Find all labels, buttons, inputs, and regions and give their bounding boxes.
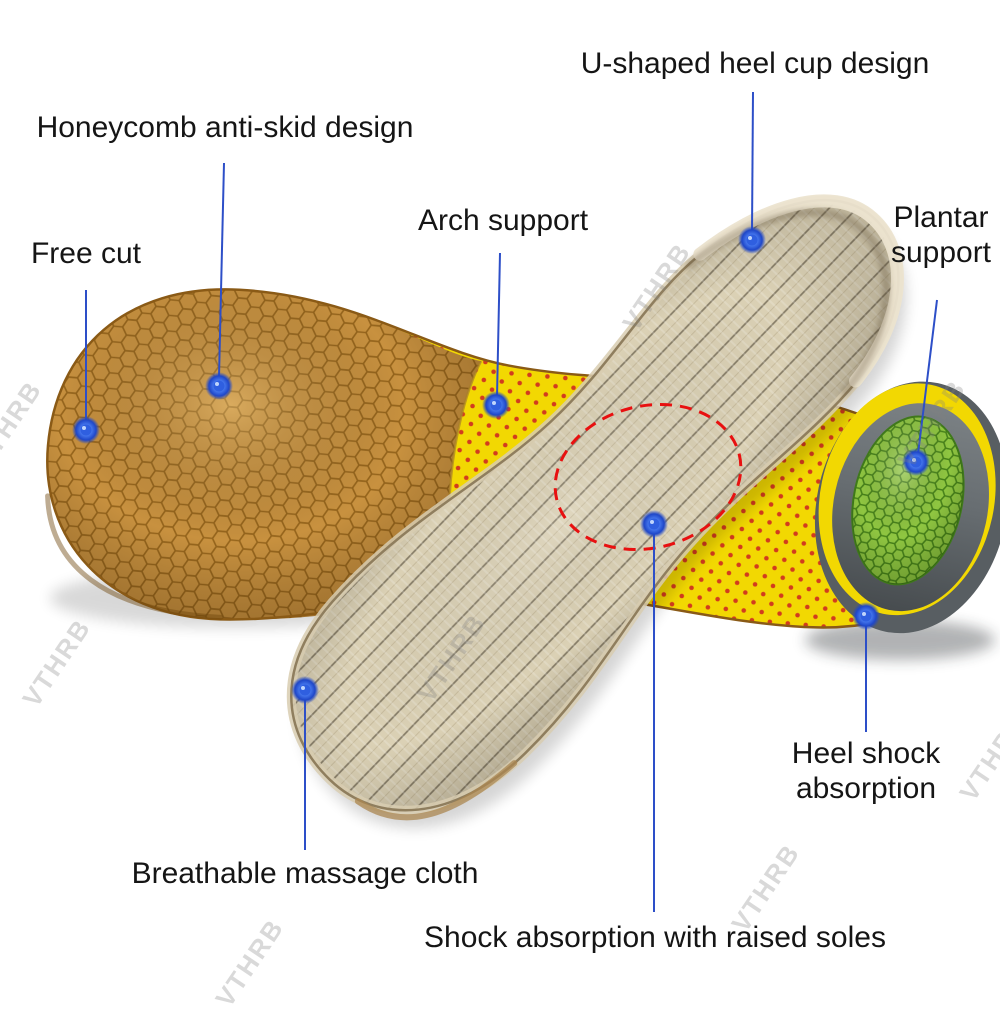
heel-cushion bbox=[814, 381, 1000, 634]
callout-line-plantar bbox=[917, 299, 938, 455]
callout-label-heel-cup: U-shaped heel cup design bbox=[580, 47, 930, 80]
callout-line-honeycomb bbox=[218, 162, 225, 378]
feature-marker-arch bbox=[482, 391, 510, 419]
feature-marker-free-cut bbox=[72, 416, 100, 444]
callout-label-honeycomb: Honeycomb anti-skid design bbox=[36, 111, 414, 144]
callout-label-heel-shock: Heel shock absorption bbox=[791, 737, 941, 806]
highlight-ellipse bbox=[553, 402, 743, 552]
feature-marker-shock-absorption bbox=[640, 510, 668, 538]
callout-line-arch bbox=[496, 252, 501, 398]
insole-bottom-view bbox=[32, 272, 1000, 687]
callout-label-arch: Arch support bbox=[417, 204, 589, 237]
feature-marker-honeycomb bbox=[205, 372, 233, 400]
callout-label-plantar: Plantar support bbox=[890, 201, 992, 270]
feature-marker-breathable bbox=[291, 676, 319, 704]
callout-lines bbox=[85, 91, 938, 912]
heel-cup-rim bbox=[693, 194, 904, 388]
feature-marker-heel-cup bbox=[738, 226, 766, 254]
callout-label-breathable: Breathable massage cloth bbox=[131, 857, 479, 890]
callout-label-shock-absorption: Shock absorption with raised soles bbox=[424, 921, 886, 954]
callout-label-free-cut: Free cut bbox=[30, 237, 142, 270]
feature-marker-plantar bbox=[902, 448, 930, 476]
feature-markers bbox=[72, 226, 930, 704]
feature-marker-heel-shock bbox=[852, 602, 880, 630]
callout-line-heel-cup bbox=[751, 91, 754, 233]
